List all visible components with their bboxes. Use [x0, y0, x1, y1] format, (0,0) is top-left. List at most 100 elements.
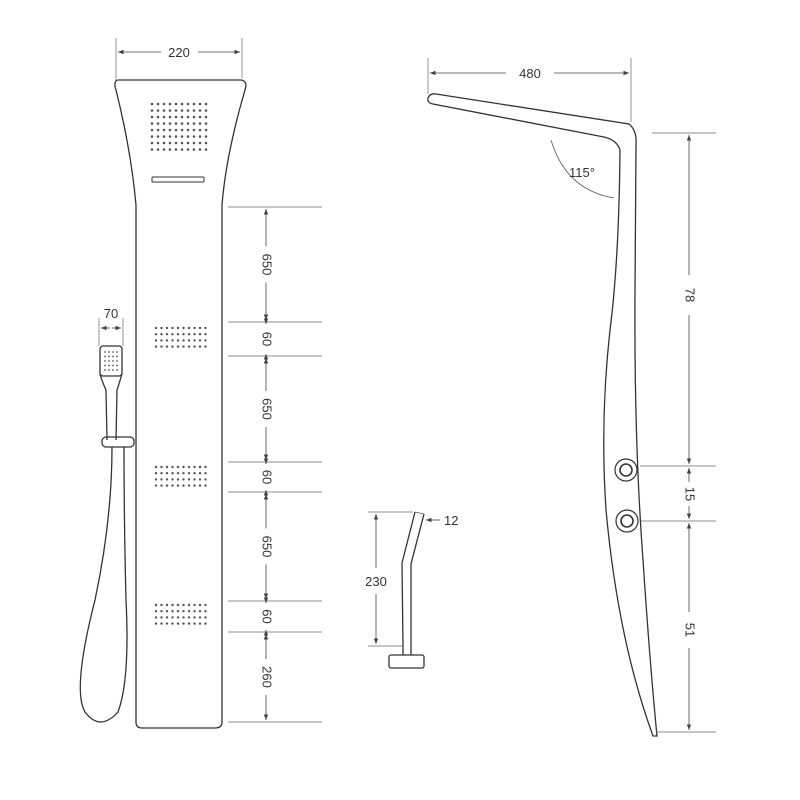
control-knob-lower[interactable] — [615, 509, 639, 533]
nozzle-dot — [180, 135, 184, 138]
panel-front-outline — [114, 79, 247, 729]
nozzle-dot — [168, 135, 172, 138]
dim-arm-thickness-label: 12 — [444, 513, 458, 528]
dim-side-depth-label: 480 — [519, 66, 541, 81]
nozzle-dot — [162, 141, 166, 145]
nozzle-dot — [168, 109, 172, 112]
nozzle-dot — [204, 109, 208, 112]
nozzle-dot — [162, 122, 166, 125]
nozzle-dot — [186, 115, 190, 119]
nozzle-dot — [156, 148, 160, 151]
nozzle-dot — [192, 109, 196, 112]
hand-shower-nozzles — [104, 351, 118, 371]
nozzle-dot — [156, 135, 160, 138]
nozzle-dot — [162, 135, 166, 138]
nozzle-dot — [162, 148, 166, 151]
nozzle-dot — [150, 141, 154, 145]
nozzle-dot — [150, 135, 154, 138]
nozzle-dot — [174, 128, 178, 132]
nozzle-dot — [162, 115, 166, 119]
nozzle-dot — [180, 109, 184, 112]
nozzle-dot — [198, 102, 202, 106]
dim-arm-thickness: 12 — [426, 513, 458, 528]
nozzle-dot — [168, 148, 172, 151]
nozzle-dot — [198, 122, 202, 125]
hand-shower-head — [99, 345, 123, 377]
nozzle-dot — [180, 122, 184, 125]
hand-shower-holder — [101, 436, 135, 448]
dim-knob-spacing-label: 15 — [683, 487, 698, 501]
nozzle-dot — [180, 128, 184, 132]
body-jet — [154, 603, 207, 625]
nozzle-dot — [168, 115, 172, 119]
segment-dimension-label: 650 — [260, 536, 275, 558]
nozzle-dot — [192, 135, 196, 138]
nozzle-dot — [168, 122, 172, 125]
nozzle-dot — [192, 128, 196, 132]
nozzle-dot — [174, 135, 178, 138]
nozzle-dot — [174, 102, 178, 106]
nozzle-dot — [204, 135, 208, 138]
nozzle-dot — [192, 148, 196, 151]
hand-shower — [79, 345, 135, 723]
dim-side-vertical: 78 15 51 — [640, 132, 716, 733]
nozzle-dot — [180, 115, 184, 119]
angle-arc — [550, 139, 615, 199]
segment-dimension-label: 260 — [260, 666, 275, 688]
nozzle-dot — [168, 128, 172, 132]
nozzle-dot — [186, 128, 190, 132]
nozzle-dot — [180, 141, 184, 145]
segment-dimension-label: 60 — [260, 470, 275, 484]
nozzle-dot — [180, 102, 184, 106]
dim-front-width-label: 220 — [168, 45, 190, 60]
nozzle-dot — [198, 128, 202, 132]
nozzle-dot — [156, 115, 160, 119]
body-jet-nozzles — [154, 326, 207, 625]
nozzle-dot — [198, 135, 202, 138]
dim-arm-height-label: 230 — [365, 574, 387, 589]
dim-upper-height-label: 78 — [683, 288, 698, 302]
arm-detail: 230 12 — [365, 511, 458, 669]
nozzle-dot — [168, 102, 172, 106]
nozzle-dot — [204, 148, 208, 151]
nozzle-dot — [198, 141, 202, 145]
nozzle-dot — [192, 115, 196, 119]
nozzle-dot — [186, 148, 190, 151]
nozzle-dot — [204, 102, 208, 106]
nozzle-dot — [198, 109, 202, 112]
segment-dimension-label: 60 — [260, 609, 275, 623]
hand-shower-handle — [99, 373, 123, 441]
dim-handshower-width-label: 70 — [104, 306, 118, 321]
nozzle-dot — [204, 122, 208, 125]
nozzle-dot — [150, 115, 154, 119]
nozzle-dot — [192, 102, 196, 106]
arm-base — [388, 654, 425, 669]
body-jet — [154, 465, 207, 487]
dim-lower-height-label: 51 — [683, 623, 698, 637]
dim-arm-height: 230 — [365, 511, 413, 647]
arm-outline — [401, 511, 425, 647]
nozzle-dot — [174, 148, 178, 151]
nozzle-dot — [156, 141, 160, 145]
panel-side-outline — [427, 93, 658, 737]
nozzle-dot — [168, 141, 172, 145]
nozzle-dot — [204, 115, 208, 119]
nozzle-dot — [192, 141, 196, 145]
dim-front-width: 220 — [115, 38, 243, 80]
nozzle-dot — [150, 148, 154, 151]
nozzle-dot — [192, 122, 196, 125]
shower-hose — [79, 446, 128, 723]
nozzle-dot — [186, 102, 190, 106]
nozzle-dot — [180, 148, 184, 151]
rain-head-nozzles — [150, 102, 208, 151]
nozzle-dot — [198, 115, 202, 119]
control-knob-upper[interactable] — [614, 458, 638, 482]
segment-dimension-label: 650 — [260, 398, 275, 420]
nozzle-dot — [186, 122, 190, 125]
nozzle-dot — [186, 135, 190, 138]
nozzle-dot — [150, 128, 154, 132]
nozzle-dot — [162, 109, 166, 112]
